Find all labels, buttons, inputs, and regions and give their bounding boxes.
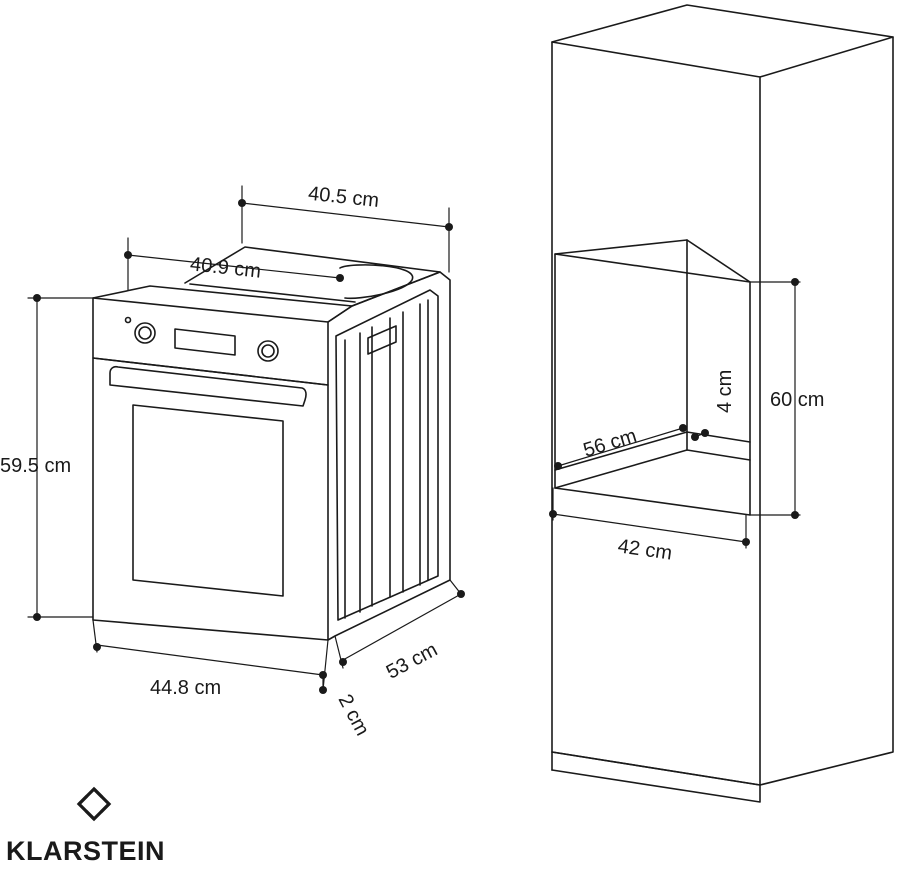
cabinet-side [759, 36, 894, 786]
label-niche-width: 42 cm [616, 535, 673, 564]
oven-left-knob [134, 322, 156, 344]
oven-handle [109, 365, 307, 407]
oven-display [174, 328, 236, 356]
label-front-width: 44.8 cm [150, 677, 221, 699]
klarstein-logo-icon [76, 786, 112, 822]
label-top-depth: 40.5 cm [307, 183, 380, 212]
oven-window [132, 404, 284, 597]
dimension-markers [33, 199, 799, 694]
label-niche-depth: 56 cm [581, 425, 640, 462]
brand-name: KLARSTEIN [6, 836, 165, 866]
oven-drawing [92, 246, 451, 641]
oven-door [92, 357, 329, 641]
label-door-offset: 2 cm [334, 691, 374, 740]
label-vent-gap: 4 cm [714, 370, 736, 413]
cabinet-drawing [551, 4, 894, 803]
oven-side-body [327, 271, 451, 641]
dimension-lines [27, 185, 801, 691]
label-niche-height: 60 cm [770, 389, 824, 411]
label-top-width: 40.9 cm [189, 253, 262, 282]
label-depth: 53 cm [383, 639, 441, 684]
cabinet-top [551, 4, 894, 78]
label-height: 59.5 cm [0, 455, 71, 477]
oven-right-knob [257, 340, 279, 362]
